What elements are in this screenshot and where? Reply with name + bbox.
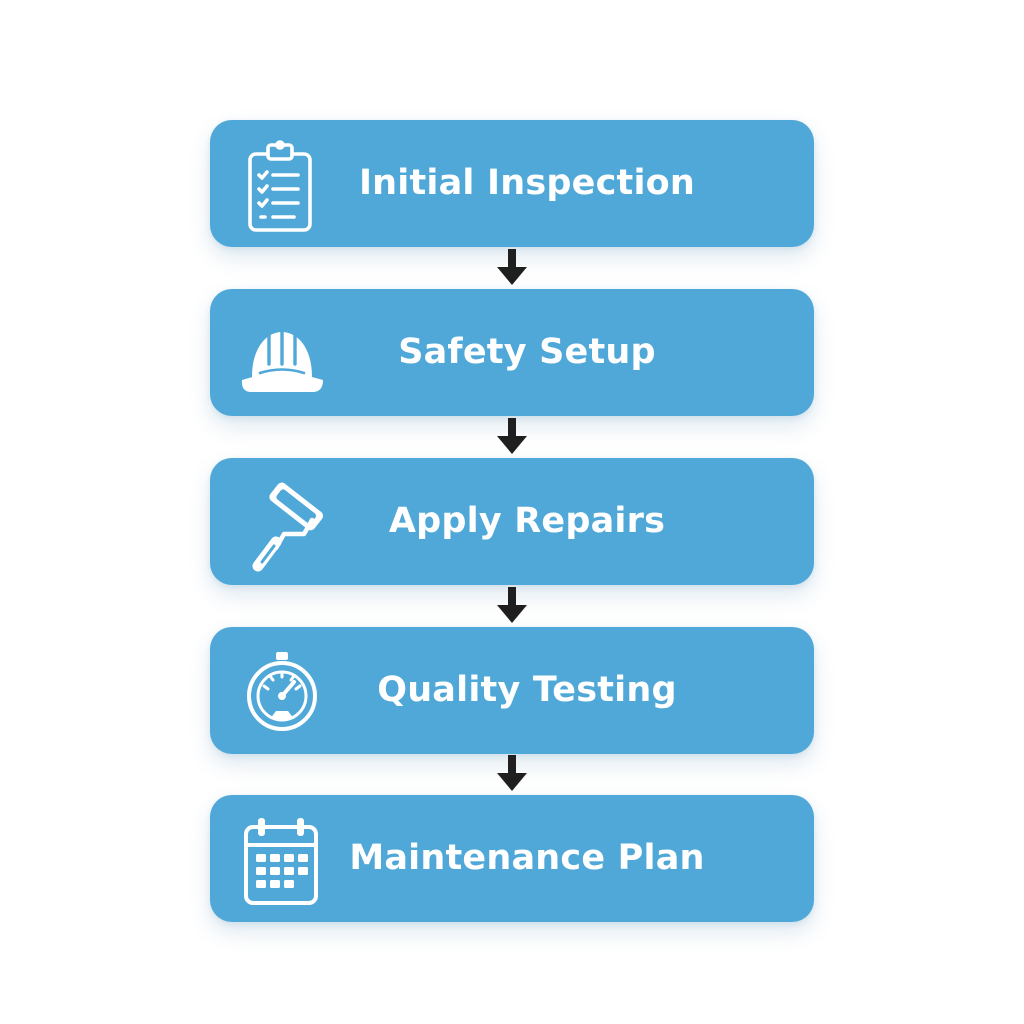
step-label: Maintenance Plan <box>349 838 705 878</box>
paint-roller-icon <box>234 470 330 573</box>
down-arrow-icon <box>491 247 533 289</box>
step-apply-repairs: Apply Repairs <box>210 458 814 585</box>
down-arrow-icon <box>491 585 533 627</box>
step-quality-testing: Quality Testing <box>210 627 814 754</box>
calendar-icon <box>234 807 330 910</box>
step-label: Quality Testing <box>377 670 677 710</box>
step-initial-inspection: Initial Inspection <box>210 120 814 247</box>
down-arrow-icon <box>491 753 533 795</box>
step-safety-setup: Safety Setup <box>210 289 814 416</box>
step-maintenance-plan: Maintenance Plan <box>210 795 814 922</box>
pressure-gauge-icon <box>234 639 330 742</box>
step-label: Apply Repairs <box>388 501 666 541</box>
step-label: Safety Setup <box>398 332 656 372</box>
clipboard-checklist-icon <box>234 132 330 235</box>
hard-hat-icon <box>234 301 330 404</box>
down-arrow-icon <box>491 416 533 458</box>
step-label: Initial Inspection <box>358 163 696 203</box>
